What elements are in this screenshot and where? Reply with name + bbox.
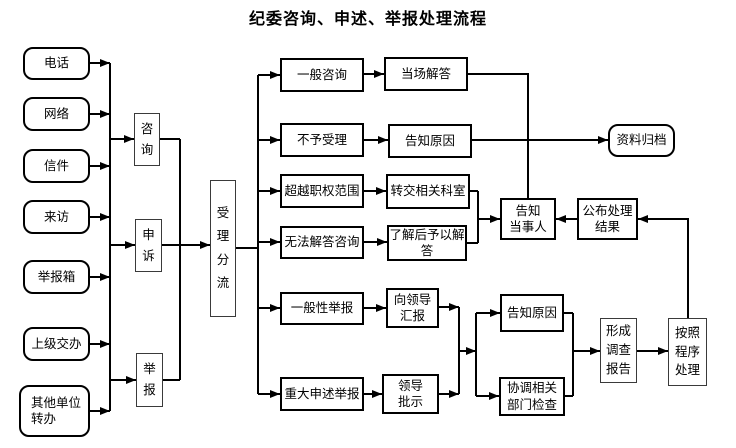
- node-visit: 来访: [23, 200, 90, 234]
- node-coordinate-inspection: 协调相关 部门检查: [499, 377, 565, 416]
- node-transfer-office: 转交相关科室: [386, 174, 470, 209]
- node-triage: 受 理 分 流: [210, 180, 236, 317]
- node-beyond-authority: 超越职权范围: [280, 174, 364, 208]
- node-leader-instruction: 领导 批示: [382, 374, 439, 414]
- node-answer-after-review: 了解后予以解 答: [387, 225, 467, 261]
- node-cannot-answer: 无法解答咨询: [280, 226, 364, 259]
- node-major-appeal-report: 重大申述举报: [280, 377, 364, 411]
- node-other-unit-transfer: 其他单位 转办: [19, 385, 90, 437]
- node-procedure-handling: 按照 程序 处理: [668, 318, 707, 386]
- node-report-to-leader: 向领导 汇报: [386, 288, 439, 328]
- node-publish-result: 公布处理 结果: [577, 198, 638, 240]
- node-letter: 信件: [23, 149, 90, 183]
- node-consult: 咨 询: [134, 113, 160, 166]
- node-archive: 资料归档: [608, 124, 675, 157]
- node-general-consult: 一般咨询: [280, 58, 364, 92]
- node-inform-party: 告知 当事人: [500, 198, 556, 240]
- node-phone: 电话: [23, 47, 90, 80]
- node-appeal: 申 诉: [135, 219, 162, 272]
- node-report: 举 报: [136, 353, 163, 407]
- node-report-box: 举报箱: [23, 260, 90, 294]
- node-superior-assignment: 上级交办: [23, 327, 90, 361]
- node-inform-reason-2: 告知原因: [500, 294, 564, 332]
- node-form-investigation-report: 形成 调查 报告: [600, 318, 637, 383]
- node-network: 网络: [23, 97, 90, 131]
- node-not-accepted: 不予受理: [280, 123, 364, 157]
- node-inform-reason-1: 告知原因: [388, 124, 472, 158]
- node-general-report: 一般性举报: [280, 292, 364, 325]
- diagram-title: 纪委咨询、申述、举报处理流程: [248, 11, 487, 28]
- node-onsite-answer: 当场解答: [384, 57, 468, 91]
